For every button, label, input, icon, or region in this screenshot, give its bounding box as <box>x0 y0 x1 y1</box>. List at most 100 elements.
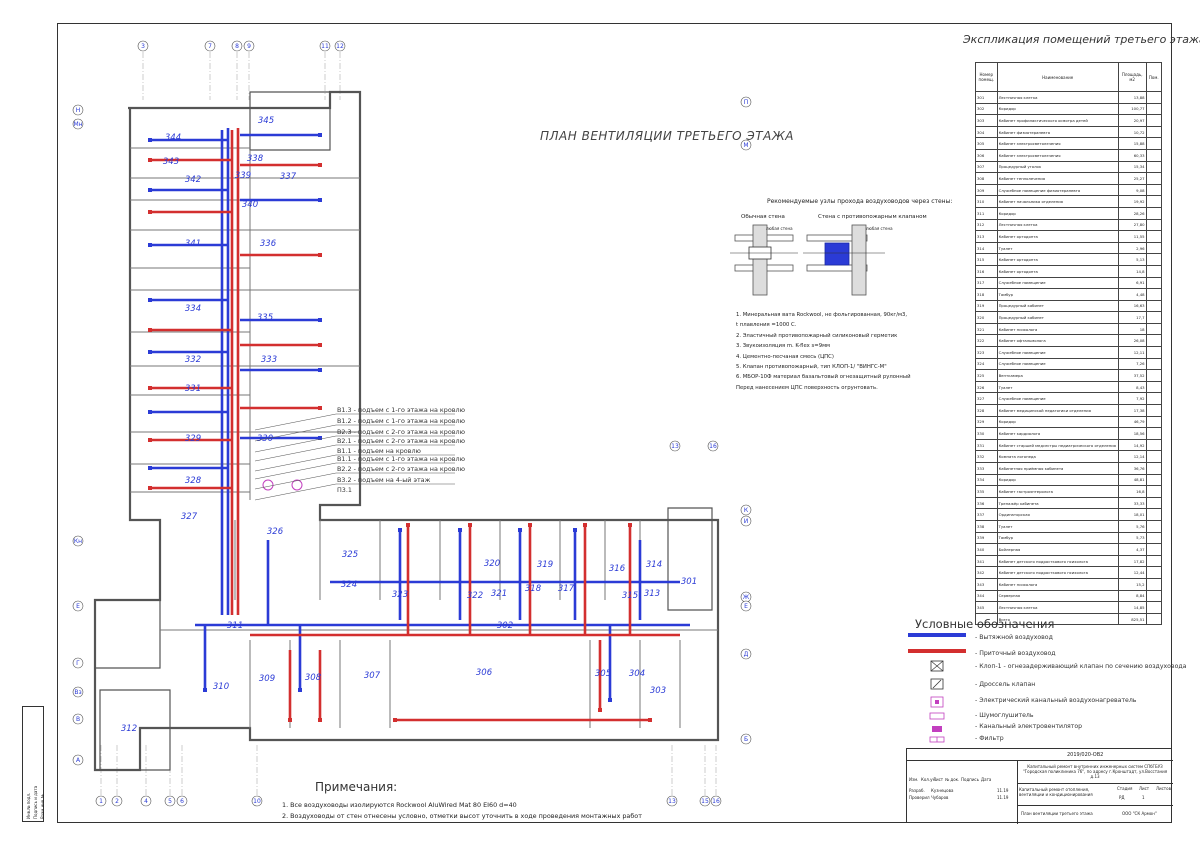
wall-passage-title: Рекомендуемые узлы прохода воздуховодов … <box>767 198 953 205</box>
riser-leader <box>254 413 337 431</box>
explication-cell-note <box>1145 612 1163 626</box>
explication-cell-note <box>1145 531 1163 545</box>
axis-left-bubble-label: Г <box>76 660 80 667</box>
explication-cell-name: Процедурный кабинет <box>996 299 1119 313</box>
axis-top-bubble: 11 <box>319 40 331 52</box>
explication-cell-area: 15,34 <box>1117 160 1147 174</box>
axis-top-bubble-label: 3 <box>141 43 145 50</box>
legend-title: Условные обозначения <box>915 617 1055 631</box>
explication-cell-note <box>1145 91 1163 104</box>
room-number-label: 317 <box>558 584 575 594</box>
title-block-col-header: Изм. <box>909 777 919 782</box>
title-block-code-row <box>907 749 1173 761</box>
exhaust-diffuser <box>148 243 152 247</box>
room-number-label: 316 <box>609 564 626 574</box>
axis-right-bubble: М <box>740 139 752 151</box>
supply-diffuser <box>318 163 322 167</box>
title-block-col-header: № док. <box>945 777 960 782</box>
explication-cell-name: Ординаторская <box>996 508 1119 521</box>
explication-cell-name: Кабинет ортодонта <box>996 230 1119 243</box>
explication-cell-number: 341 <box>975 554 998 568</box>
title-block-project: Капитальный ремонт внутренних инженерных… <box>1022 764 1168 779</box>
explication-cell-name: Служебное помещение <box>996 357 1119 371</box>
room-number-label: 318 <box>525 584 542 594</box>
explication-cell-number: 312 <box>975 218 998 232</box>
plan-title: ПЛАН ВЕНТИЛЯЦИИ ТРЕТЬЕГО ЭТАЖА <box>540 129 794 143</box>
note-2: 2. Воздуховоды от стен отнесены условно,… <box>282 812 642 820</box>
explication-cell-note <box>1145 183 1163 197</box>
axis-left-bubble-label: Кн <box>74 538 82 545</box>
axis-left-bubble: В <box>72 713 84 725</box>
axis-bottom-bubble-label: 10 <box>253 798 261 805</box>
riser-label: В2.2 - подъем с 2-го этажа на кровлю <box>337 465 466 473</box>
explication-cell-area: 5,76 <box>1117 519 1147 533</box>
explication-col-number: Номер помещ. <box>975 62 998 92</box>
explication-cell-note <box>1145 519 1163 533</box>
explication-cell-number: 323 <box>975 346 998 359</box>
explication-cell-area: 12,14 <box>1117 450 1147 463</box>
axis-bottom-bubble-label: 1 <box>99 798 103 805</box>
room-number-label: 327 <box>181 512 198 522</box>
title-block-section: Капитальный ремонт отопления, вентиляции… <box>1019 787 1093 797</box>
supply-diffuser <box>583 523 587 527</box>
explication-cell-name: Туалет <box>996 380 1119 394</box>
explication-cell-number: 318 <box>975 288 998 301</box>
legend-fan-icon <box>932 726 942 732</box>
explication-cell-number: 311 <box>975 206 998 220</box>
axis-left-bubble-label: Н <box>76 107 81 114</box>
explication-cell-number: 314 <box>975 241 998 255</box>
explication-cell-area: 17,38 <box>1117 404 1147 417</box>
explication-cell-name: Бойлерная <box>996 543 1119 556</box>
axis-right-bubble-label: Д <box>744 651 749 658</box>
room-number-label: 308 <box>305 673 322 683</box>
explication-cell-note <box>1145 299 1163 313</box>
room-number-label: 329 <box>185 434 201 444</box>
explication-cell-number: 342 <box>975 566 998 579</box>
wall-passage-detail <box>730 224 885 296</box>
explication-cell-area: 20,97 <box>1117 114 1147 127</box>
axis-bottom-bubble: 16 <box>710 795 722 807</box>
axis-left-bubble-label: Вз <box>74 689 81 696</box>
explication-cell-area: 4,48 <box>1117 288 1147 301</box>
title-block-company: ООО "СК Армон" <box>1122 811 1157 816</box>
riser-leader <box>254 454 337 472</box>
room-number-label: 337 <box>280 172 297 182</box>
explication-cell-number: 308 <box>975 172 998 185</box>
riser-leader <box>254 435 337 453</box>
supply-diffuser <box>406 523 410 527</box>
axis-top-bubble-label: 11 <box>321 43 329 50</box>
exhaust-diffuser <box>318 436 322 440</box>
axis-left-bubble-label: Мн <box>73 121 82 128</box>
explication-cell-area: 4,37 <box>1117 543 1147 556</box>
material-item: t плавления =1000 С. <box>736 322 797 329</box>
explication-cell-area: 13,88 <box>1117 91 1147 104</box>
fire-wall-label: Стена с противопожарным клапаном <box>818 214 927 220</box>
explication-cell-note <box>1145 543 1163 556</box>
explication-cell-name: Кабинет ортодонта <box>996 253 1119 266</box>
room-number-label: 334 <box>185 304 201 314</box>
axis-bottom-bubble-label: 6 <box>180 798 184 805</box>
material-item: 2. Эластичный противопожарный силиконовы… <box>736 332 898 339</box>
explication-cell-number: 316 <box>975 264 998 278</box>
explication-cell-name: Кабинет гастроэнтеролога <box>996 485 1119 498</box>
exhaust-diffuser <box>148 188 152 192</box>
explication-cell-area: 25,27 <box>1117 172 1147 185</box>
explication-cell-number: 334 <box>975 473 998 487</box>
explication-cell-number: 302 <box>975 102 998 116</box>
riser-labels: В1.3 - подъем с 1-го этажа на кровлюВ1.2… <box>337 406 466 494</box>
room-number-label: 321 <box>491 589 507 599</box>
room-number-label: 342 <box>185 175 201 185</box>
explication-cell-note <box>1145 114 1163 127</box>
building-walls <box>93 90 720 772</box>
axis-top-bubble: 9 <box>243 40 255 52</box>
explication-cell-note <box>1145 450 1163 463</box>
explication-cell-area: 15,2 <box>1117 577 1147 591</box>
